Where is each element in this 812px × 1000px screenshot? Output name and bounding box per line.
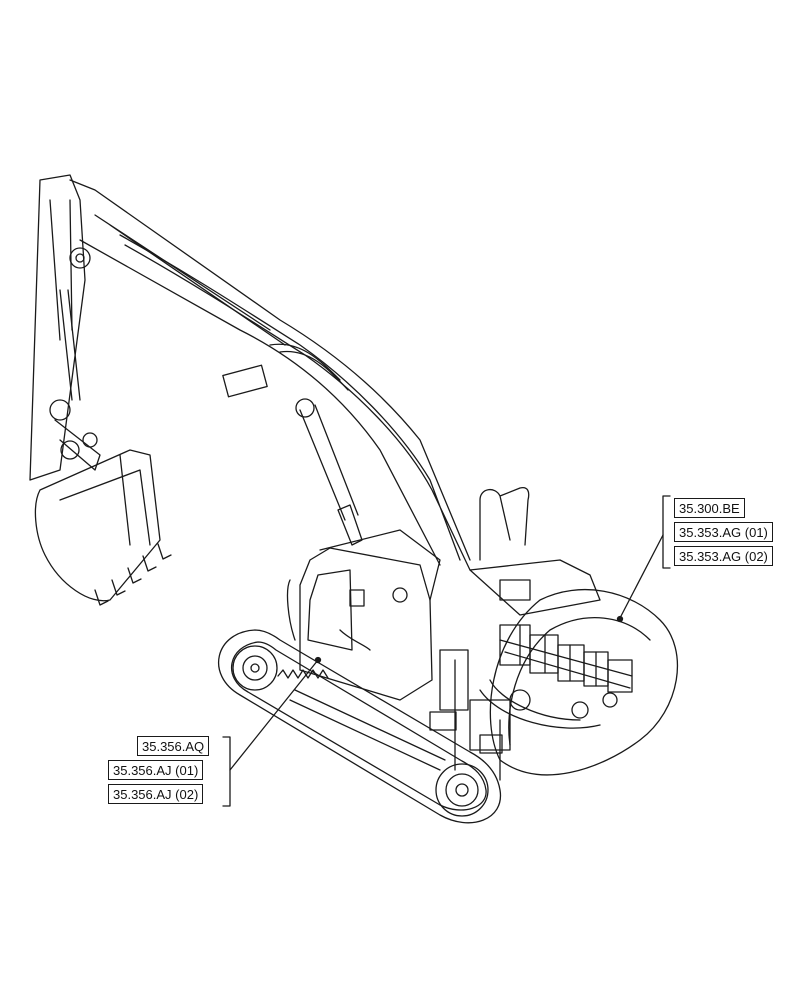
drive-sprocket	[435, 763, 489, 817]
arm-body	[29, 174, 86, 481]
leader-right	[619, 534, 664, 619]
arm	[29, 174, 101, 481]
operator-cab	[286, 529, 441, 701]
cab-body	[299, 547, 433, 701]
bracket-right	[662, 495, 671, 569]
hydraulic-valves	[429, 624, 633, 781]
boom-lower	[79, 239, 441, 566]
bucket-shell	[34, 449, 161, 602]
boom	[69, 179, 471, 571]
leader-lines	[222, 495, 671, 807]
idler-wheel	[232, 645, 278, 691]
track-outline	[217, 629, 502, 824]
boom-cylinder	[299, 404, 359, 521]
bracket-left	[222, 736, 231, 807]
counterweight	[489, 588, 679, 776]
engine-hood	[469, 559, 601, 616]
track-inner	[230, 641, 487, 811]
hydraulic-hoses	[119, 234, 471, 571]
track-assembly	[217, 629, 502, 824]
leader-left	[229, 659, 319, 771]
ref-35-356-AJ-01[interactable]: 35.356.AJ (01)	[108, 760, 204, 780]
bucket	[34, 449, 172, 606]
ref-35-300-BE[interactable]: 35.300.BE	[674, 498, 745, 518]
handrail	[479, 486, 530, 561]
ref-35-356-AJ-02[interactable]: 35.356.AJ (02)	[108, 784, 204, 804]
ref-35-356-AQ[interactable]: 35.356.AQ	[137, 736, 210, 756]
arm-cylinder	[59, 289, 81, 401]
ref-35-353-AG-02[interactable]: 35.353.AG (02)	[674, 546, 773, 566]
rear-body	[469, 486, 679, 776]
ref-35-353-AG-01[interactable]: 35.353.AG (01)	[674, 522, 773, 542]
cab-window	[307, 569, 353, 651]
boom-upper	[69, 179, 471, 561]
bucket-teeth	[94, 543, 172, 606]
